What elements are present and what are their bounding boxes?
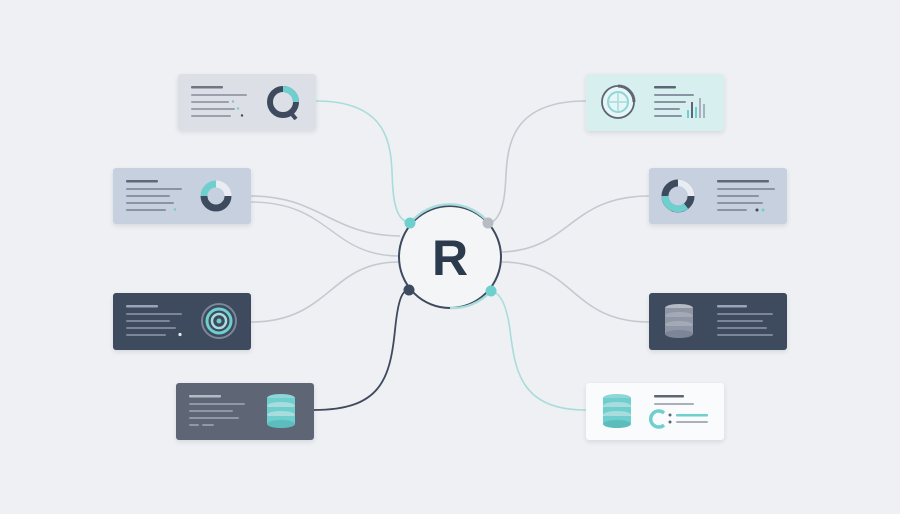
card-low-right[interactable] bbox=[649, 293, 787, 350]
donut-chart-icon bbox=[267, 86, 299, 121]
card-bottom-left[interactable] bbox=[176, 383, 314, 440]
connector-mid-left-2 bbox=[250, 201, 399, 257]
hub-logo-letter: R bbox=[432, 230, 468, 286]
hub-port-top-right bbox=[482, 217, 494, 229]
donut-chart-icon bbox=[200, 180, 232, 212]
globe-icon bbox=[601, 84, 636, 119]
bar-chart-icon bbox=[687, 98, 705, 118]
card-mid-right[interactable] bbox=[649, 168, 787, 224]
hub-port-top-left bbox=[404, 217, 416, 229]
gauge-icon bbox=[648, 409, 672, 429]
card-low-left[interactable] bbox=[113, 293, 251, 350]
donut-chart-icon bbox=[661, 179, 695, 213]
connector-mid-left bbox=[250, 195, 401, 237]
connector-bottom-right bbox=[490, 290, 587, 411]
connector-mid-right bbox=[501, 195, 650, 253]
hub-node: R bbox=[398, 203, 502, 310]
card-top-right[interactable] bbox=[586, 74, 724, 131]
radial-target-icon bbox=[201, 303, 237, 339]
database-icon bbox=[665, 304, 693, 338]
database-icon bbox=[267, 394, 295, 428]
connector-top-right bbox=[488, 100, 587, 224]
database-icon bbox=[603, 394, 631, 428]
connector-top-left bbox=[315, 100, 411, 223]
connector-low-left bbox=[250, 261, 399, 323]
hub-port-bottom-right bbox=[485, 285, 497, 297]
card-mid-left[interactable] bbox=[113, 168, 251, 224]
connector-low-right bbox=[501, 261, 650, 323]
hub-port-bottom-left bbox=[403, 284, 415, 296]
card-top-left[interactable] bbox=[178, 74, 316, 130]
connector-bottom-left bbox=[313, 289, 410, 411]
card-bottom-right[interactable] bbox=[586, 383, 724, 440]
